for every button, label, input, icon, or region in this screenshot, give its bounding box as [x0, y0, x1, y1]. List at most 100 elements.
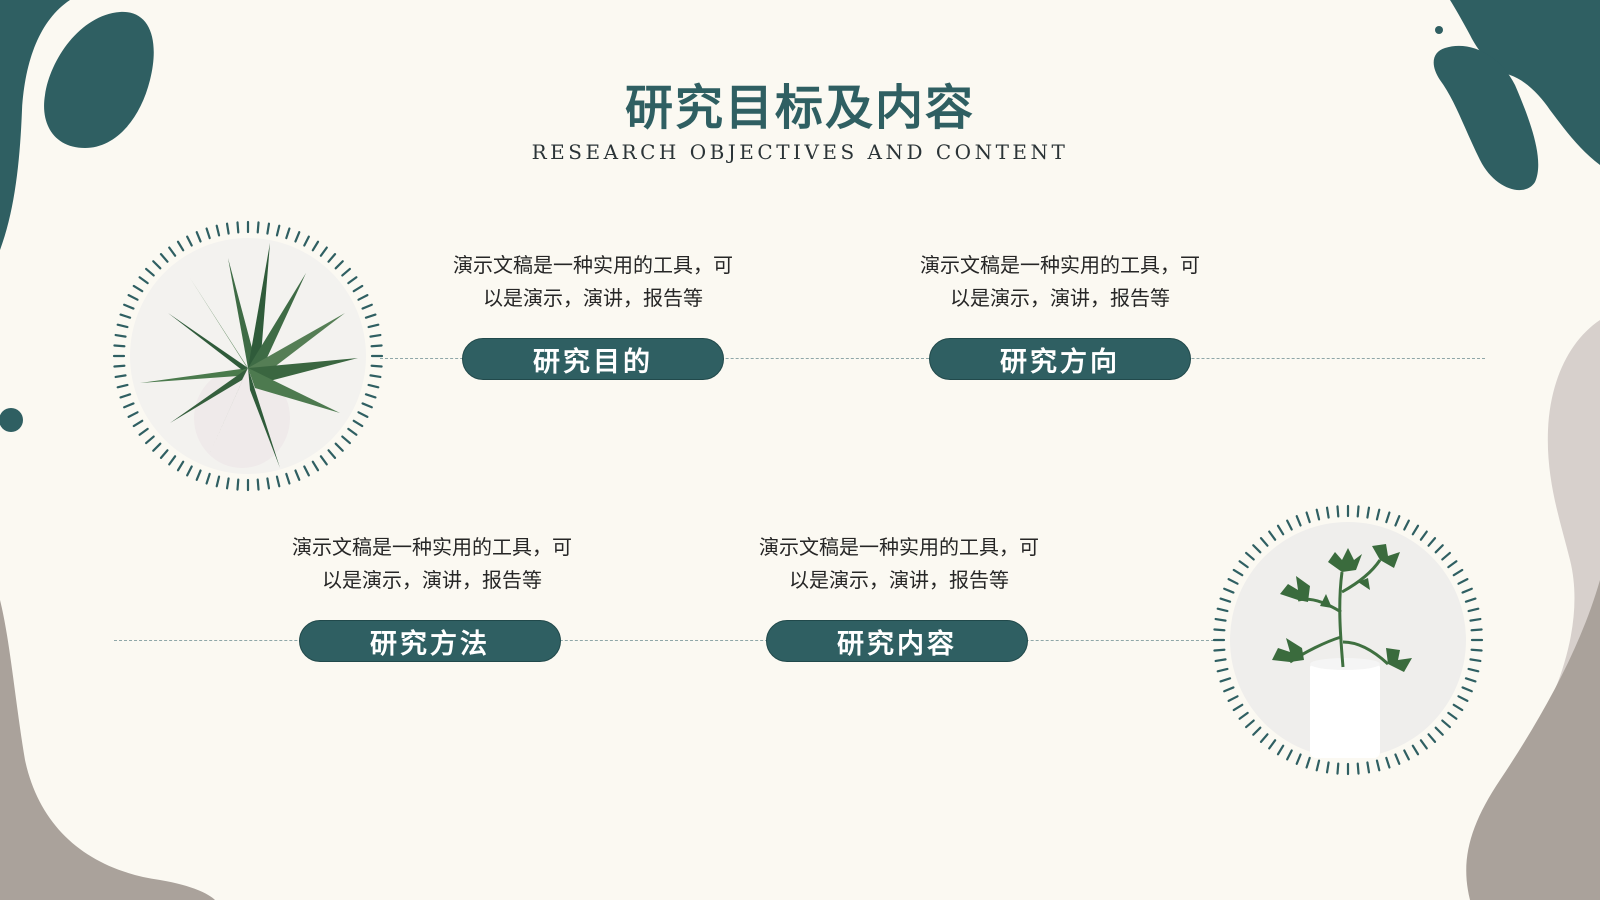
ring-tick: [370, 344, 383, 348]
desc-research-direction: 演示文稿是一种实用的工具，可 以是演示，演讲，报告等: [890, 249, 1230, 315]
ring-tick: [1461, 686, 1473, 693]
row-connector-bottom: [114, 640, 1224, 641]
teal-blob-top-left: [0, 0, 70, 250]
ring-tick: [1403, 519, 1410, 531]
ring-tick: [132, 284, 144, 293]
ring-tick: [1336, 762, 1340, 775]
ring-tick: [319, 246, 328, 257]
ring-tick: [311, 240, 320, 252]
teal-blob-top-right: [1450, 0, 1600, 165]
succulent-plant-photo: [112, 220, 384, 492]
ring-tick: [176, 240, 185, 252]
ring-tick: [347, 427, 358, 436]
ring-tick: [1223, 587, 1235, 594]
ring-tick: [1213, 628, 1226, 632]
ring-tick: [225, 477, 230, 490]
ring-tick: [119, 313, 132, 319]
ring-tick: [1325, 761, 1330, 774]
ring-tick: [1315, 759, 1321, 772]
ring-tick: [294, 231, 301, 243]
ring-tick: [275, 224, 281, 237]
ring-tick: [311, 460, 320, 472]
ring-tick: [266, 477, 271, 490]
ring-tick: [334, 260, 344, 270]
ring-tick: [1227, 578, 1239, 585]
ring-tick: [1232, 703, 1244, 712]
ring-tick: [1403, 749, 1410, 761]
ring-tick: [266, 222, 271, 235]
ring-tick: [205, 472, 211, 485]
dashed-ring: [112, 220, 384, 492]
ring-tick: [116, 323, 129, 329]
desc-line: 以是演示，演讲，报告等: [789, 568, 1009, 592]
teal-dot-top-right: [1435, 26, 1443, 34]
ring-tick: [1419, 530, 1428, 541]
ring-tick: [145, 267, 155, 277]
desc-research-method: 演示文稿是一种实用的工具，可 以是演示，演讲，报告等: [262, 531, 602, 597]
teal-drop-top-right: [1433, 45, 1539, 191]
ring-tick: [116, 383, 129, 389]
ring-tick: [236, 478, 240, 491]
ring-tick: [1470, 648, 1483, 652]
ring-tick: [1452, 568, 1464, 577]
teal-blob-egg: [44, 11, 154, 149]
ring-tick: [168, 246, 177, 257]
ring-tick: [327, 449, 337, 459]
label-research-purpose: 研究目的: [462, 338, 724, 380]
ring-tick: [1213, 648, 1226, 652]
ring-tick: [1467, 667, 1480, 673]
ring-tick: [1276, 524, 1285, 536]
ring-tick: [1276, 744, 1285, 756]
desc-line: 以是演示，演讲，报告等: [950, 286, 1170, 310]
ring-tick: [205, 227, 211, 240]
ring-tick: [195, 469, 202, 481]
ring-tick: [1259, 733, 1269, 743]
ring-tick: [1286, 749, 1293, 761]
ring-tick: [215, 475, 221, 488]
ring-tick: [159, 449, 169, 459]
ring-tick: [303, 465, 310, 477]
teal-dot-left: [0, 408, 23, 432]
ring-tick: [186, 465, 193, 477]
ring-tick: [1441, 551, 1451, 561]
desc-line: 演示文稿是一种实用的工具，可: [759, 535, 1039, 559]
ring-tick: [334, 442, 344, 452]
ring-tick: [1227, 695, 1239, 702]
ring-tick: [1295, 753, 1302, 765]
ring-tick: [1434, 544, 1444, 554]
ring-tick: [1268, 530, 1277, 541]
ring-tick: [1375, 508, 1381, 521]
ring-tick: [1305, 756, 1311, 769]
ring-tick: [1286, 519, 1293, 531]
ring-tick: [176, 460, 185, 472]
ring-tick: [138, 276, 149, 285]
ring-tick: [1315, 508, 1321, 521]
page-title: 研究目标及内容: [624, 80, 975, 136]
ring-tick: [341, 267, 351, 277]
ring-tick: [275, 475, 281, 488]
ring-tick: [225, 222, 230, 235]
ring-tick: [364, 393, 377, 399]
desc-line: 演示文稿是一种实用的工具，可: [920, 253, 1200, 277]
ring-tick: [1452, 703, 1464, 712]
ring-tick: [119, 393, 132, 399]
ring-tick: [1385, 511, 1391, 524]
desc-line: 以是演示，演讲，报告等: [322, 568, 542, 592]
ring-tick: [352, 419, 364, 428]
ring-tick: [1467, 607, 1480, 613]
ring-tick: [1232, 568, 1244, 577]
ring-tick: [1447, 711, 1458, 720]
ring-tick: [256, 221, 260, 234]
ring-tick: [1411, 524, 1420, 536]
ring-tick: [361, 303, 373, 310]
ring-tick: [1216, 607, 1229, 613]
ring-tick: [1457, 695, 1469, 702]
ring-tick: [168, 455, 177, 466]
ring-tick: [285, 227, 291, 240]
ring-tick: [1427, 537, 1437, 547]
ring-tick: [367, 323, 380, 329]
ring-tick: [1238, 711, 1249, 720]
ring-tick: [1214, 617, 1227, 622]
ring-tick: [114, 374, 127, 379]
